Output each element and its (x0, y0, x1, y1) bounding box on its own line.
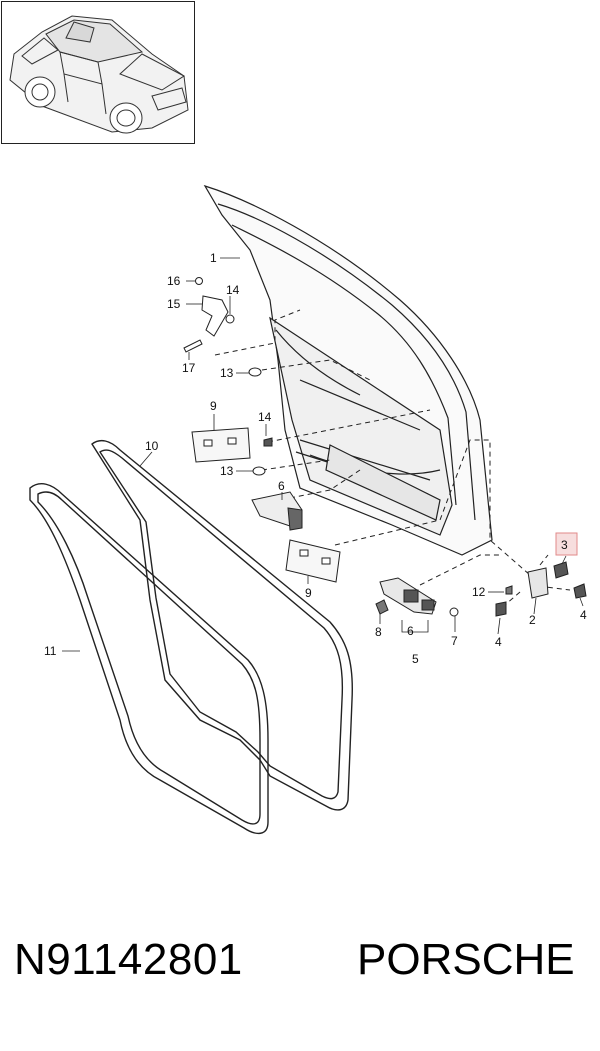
callout-14-lower: 14 (258, 410, 272, 424)
callout-2: 2 (529, 613, 536, 627)
callout-7: 7 (451, 634, 458, 648)
housing-6 (251, 491, 303, 531)
clip-13-upper (248, 367, 262, 377)
callout-16: 16 (167, 274, 181, 288)
pad-9-upper (191, 427, 251, 463)
footer: N91142801 PORSCHE (0, 935, 600, 1015)
callout-17: 17 (182, 361, 196, 375)
callout-11: 11 (44, 644, 57, 658)
callout-13-upper: 13 (220, 366, 234, 380)
brand-name: PORSCHE (357, 935, 575, 984)
bolt-16 (195, 277, 203, 285)
vehicle-overview-icon (9, 15, 189, 134)
hinge-2 (527, 567, 549, 599)
callout-13-lower: 13 (220, 464, 234, 478)
nut-14-top (225, 314, 235, 324)
callout-15: 15 (167, 297, 181, 311)
door-check (375, 577, 459, 617)
upper-bracket (183, 277, 235, 353)
seal-11 (29, 483, 269, 835)
callout-12: 12 (472, 585, 486, 599)
hinge-assembly (495, 561, 587, 617)
seal-10 (91, 439, 354, 811)
pin-17 (183, 339, 203, 353)
callout-4-right: 4 (580, 608, 587, 622)
leader-lines (62, 257, 584, 652)
bolt-4-left (495, 601, 507, 617)
callout-8: 8 (375, 625, 382, 639)
part-number: N91142801 (14, 935, 243, 984)
door-exploded-diagram: 1 2 3 4 4 5 6 6 7 8 9 9 10 11 12 13 13 1… (29, 184, 587, 835)
pad-9-lower (285, 539, 341, 583)
callout-6-check: 6 (407, 624, 414, 638)
clip-13-lower (252, 466, 266, 476)
vehicle-thumbnail (1, 1, 195, 144)
callout-14-upper: 14 (226, 283, 240, 297)
callout-9-lower: 9 (305, 586, 312, 600)
screw-12 (505, 585, 513, 595)
callout-6-housing: 6 (278, 479, 285, 493)
callout-1: 1 (210, 251, 217, 265)
door-frame (203, 184, 493, 556)
callout-10: 10 (145, 439, 159, 453)
bracket-15 (201, 295, 229, 337)
bolt-4-right (573, 583, 587, 599)
bolt-3 (553, 561, 569, 579)
highlight-box-3 (555, 532, 578, 556)
callout-5: 5 (412, 652, 419, 666)
callout-4-left: 4 (495, 635, 502, 649)
assembly-lines (214, 309, 571, 606)
callout-3: 3 (561, 538, 568, 552)
screw-14-lower (263, 437, 273, 447)
callout-9-upper: 9 (210, 399, 217, 413)
